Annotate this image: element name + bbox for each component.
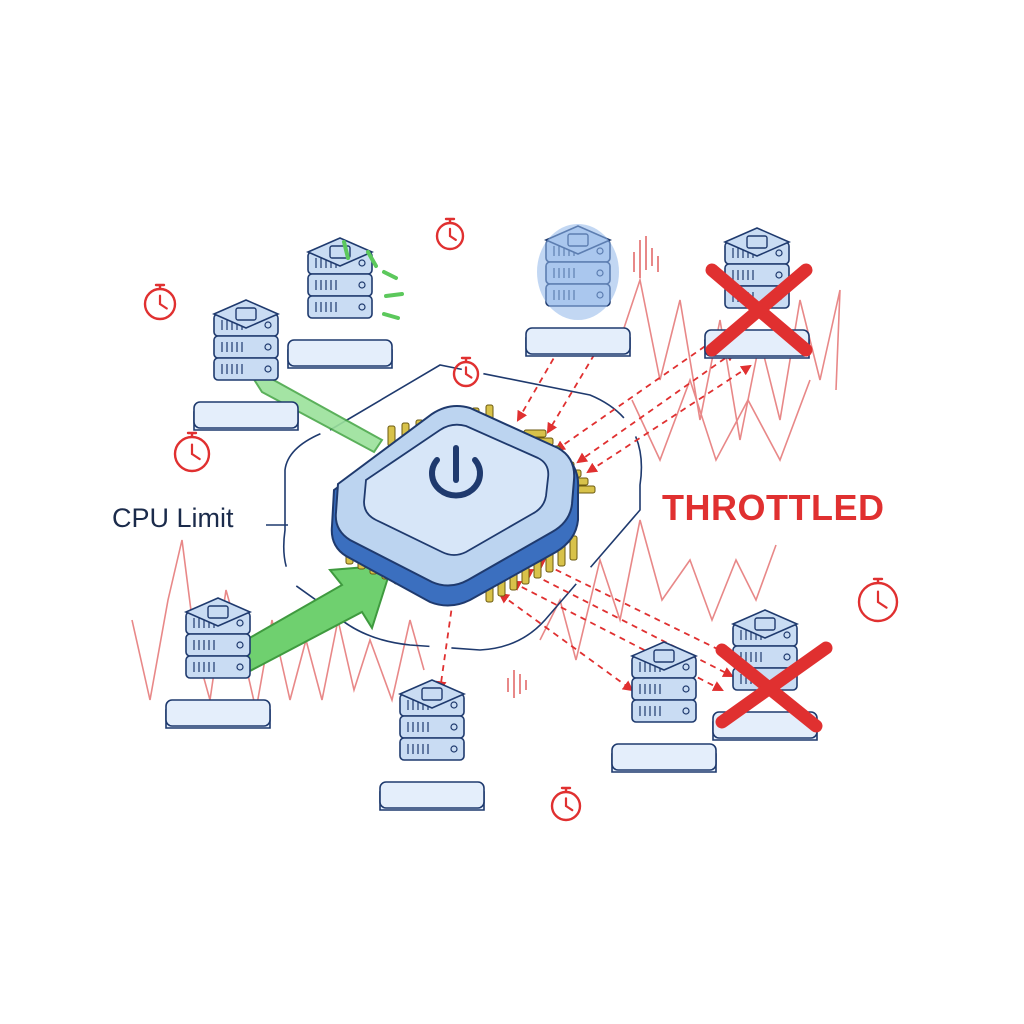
server-nodes <box>165 225 818 811</box>
signal-bars-top <box>633 236 659 278</box>
cpu-limit-label: CPU Limit <box>112 503 234 533</box>
server-base <box>165 699 271 729</box>
server-stack-icon <box>165 597 271 729</box>
server-base <box>379 781 485 811</box>
stopwatch-icon <box>452 356 480 388</box>
server-base <box>525 327 631 357</box>
server-base <box>287 339 393 369</box>
server-stack-icon <box>379 679 485 811</box>
activity-rays-icon <box>342 240 404 320</box>
throttled-arrow <box>534 558 746 664</box>
waveform-line <box>631 377 811 463</box>
green-flow-arrow-lower <box>244 563 394 674</box>
stopwatch-icon <box>143 283 177 321</box>
throttled-arrow <box>586 364 752 474</box>
server-stack-icon <box>712 609 818 741</box>
selection-highlight <box>537 224 619 320</box>
throttled-arrow <box>435 575 461 693</box>
stopwatch-icon <box>435 217 465 251</box>
throttled-status-label: THROTTLED <box>662 487 885 528</box>
signal-bars-bottom <box>507 670 527 698</box>
stopwatch-icon <box>550 786 582 822</box>
server-stack-icon <box>287 237 393 369</box>
server-stack-icon <box>193 299 299 431</box>
server-base <box>193 401 299 431</box>
blocked-server-bottom-x <box>715 641 833 733</box>
server-stack-icon <box>611 641 717 773</box>
waveform-line <box>131 539 425 711</box>
stopwatch-icon <box>857 577 899 623</box>
chip-inner-plate <box>363 423 550 556</box>
power-icon <box>429 445 483 499</box>
cpu-chip-icon <box>330 404 596 607</box>
server-base <box>611 743 717 773</box>
throttled-arrow <box>522 569 734 677</box>
server-base <box>712 711 818 741</box>
stopwatch-icon <box>173 431 211 473</box>
throttled-request-arrows <box>435 328 752 693</box>
blocked-server-top-x <box>705 263 813 357</box>
stopwatch-icons <box>143 217 899 822</box>
